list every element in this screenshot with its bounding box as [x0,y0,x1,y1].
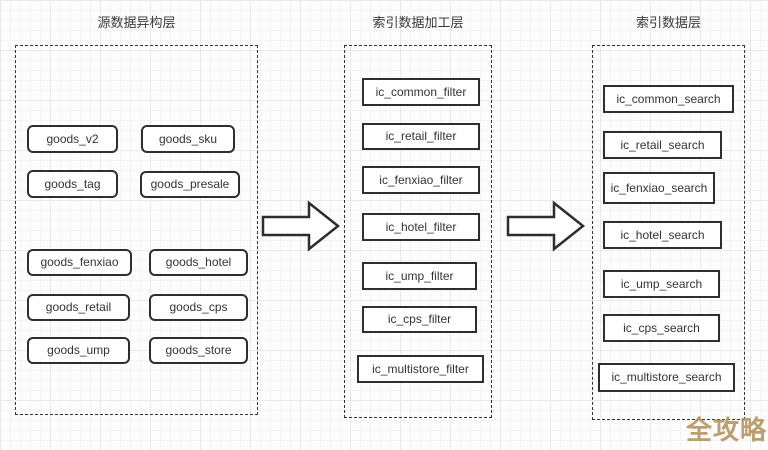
node-goods-presale: goods_presale [140,171,240,198]
node-ic-retail-search: ic_retail_search [603,131,722,159]
node-goods-sku: goods_sku [141,125,235,153]
layer-container-index [592,45,745,420]
node-goods-store: goods_store [149,337,248,364]
layer-container-source [15,45,258,415]
site-watermark: 全攻略 [685,415,767,445]
node-ic-cps-filter: ic_cps_filter [362,306,477,333]
node-ic-multistore-search: ic_multistore_search [598,363,735,392]
node-ic-ump-search: ic_ump_search [603,270,720,298]
flow-arrow-processing-to-index [506,200,586,252]
node-ic-hotel-search: ic_hotel_search [603,221,722,249]
node-ic-multistore-filter: ic_multistore_filter [357,355,484,383]
node-ic-fenxiao-filter: ic_fenxiao_filter [362,166,480,194]
node-goods-hotel: goods_hotel [149,249,248,276]
layer-title-source: 源数据异构层 [97,15,176,30]
node-goods-cps: goods_cps [149,294,248,321]
layer-container-processing [344,45,492,418]
node-ic-fenxiao-search: ic_fenxiao_search [603,172,715,204]
flow-arrow-source-to-processing [261,200,341,252]
node-ic-common-filter: ic_common_filter [362,78,480,106]
node-ic-common-search: ic_common_search [603,85,734,113]
node-goods-retail: goods_retail [27,294,130,321]
node-ic-ump-filter: ic_ump_filter [362,262,477,290]
node-ic-retail-filter: ic_retail_filter [362,123,480,150]
node-goods-fenxiao: goods_fenxiao [27,249,132,276]
node-goods-tag: goods_tag [27,170,118,198]
node-ic-hotel-filter: ic_hotel_filter [362,213,480,241]
node-ic-cps-search: ic_cps_search [603,314,720,342]
layer-title-processing: 索引数据加工层 [372,15,464,30]
node-goods-v2: goods_v2 [27,125,118,153]
node-goods-ump: goods_ump [27,337,130,364]
layer-title-index: 索引数据层 [635,15,701,30]
